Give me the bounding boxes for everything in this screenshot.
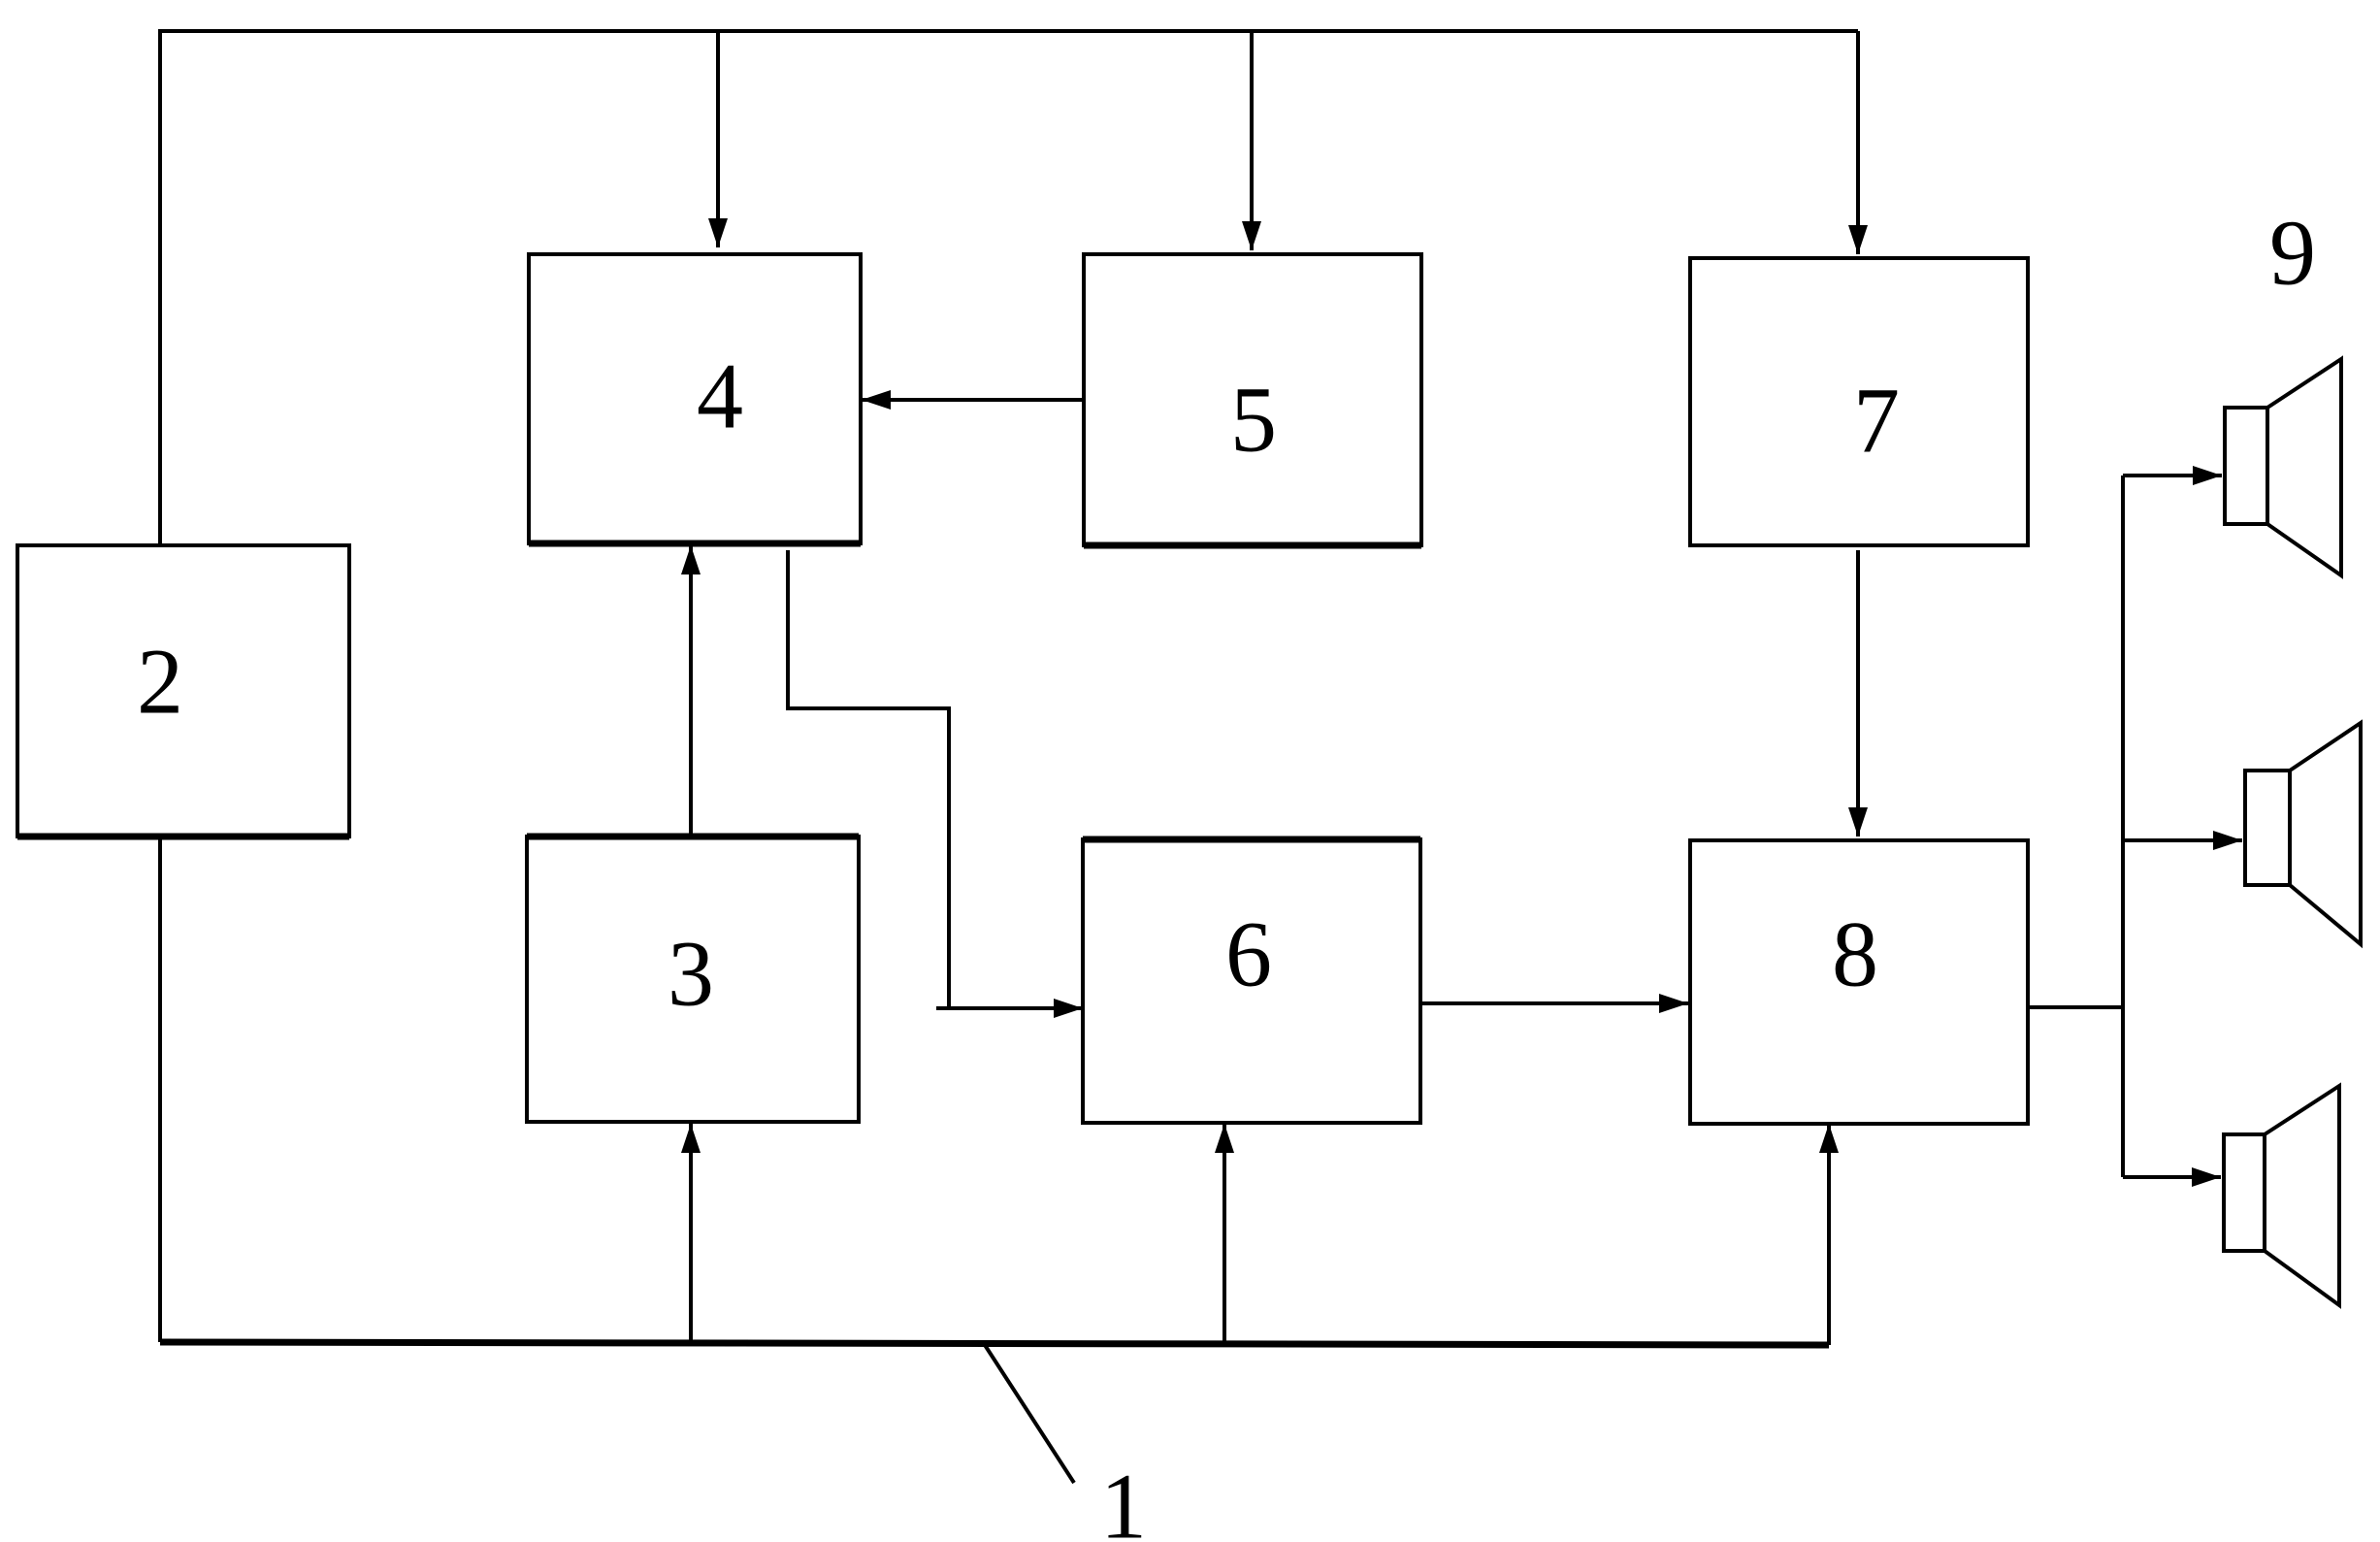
block-3: 3	[527, 837, 859, 1122]
speakers-label: 9	[2269, 201, 2316, 305]
top-supply-line	[160, 31, 1858, 545]
bus-callout-label: 1	[1100, 1455, 1147, 1542]
block-5-label: 5	[1230, 368, 1277, 472]
block-8-label: 8	[1832, 902, 1878, 1006]
block-4-label: 4	[697, 344, 743, 448]
block-8: 8	[1690, 840, 2028, 1124]
block-6-label: 6	[1225, 902, 1272, 1006]
block-7-label: 7	[1853, 369, 1900, 473]
speaker-top-icon	[2225, 359, 2341, 575]
bus-callout-line	[985, 1345, 1074, 1483]
block-4: 4	[529, 254, 861, 543]
block-6: 6	[1083, 839, 1420, 1123]
block-2-label: 2	[137, 630, 183, 734]
bottom-bus	[160, 839, 1829, 1345]
speaker-feed-lines	[2028, 476, 2242, 1177]
block-2: 2	[17, 545, 349, 837]
speaker-bottom-icon	[2224, 1086, 2339, 1305]
speaker-middle-icon	[2245, 723, 2361, 944]
block-7: 7	[1690, 258, 2028, 545]
block-5: 5	[1084, 254, 1421, 545]
block-3-label: 3	[668, 922, 714, 1026]
